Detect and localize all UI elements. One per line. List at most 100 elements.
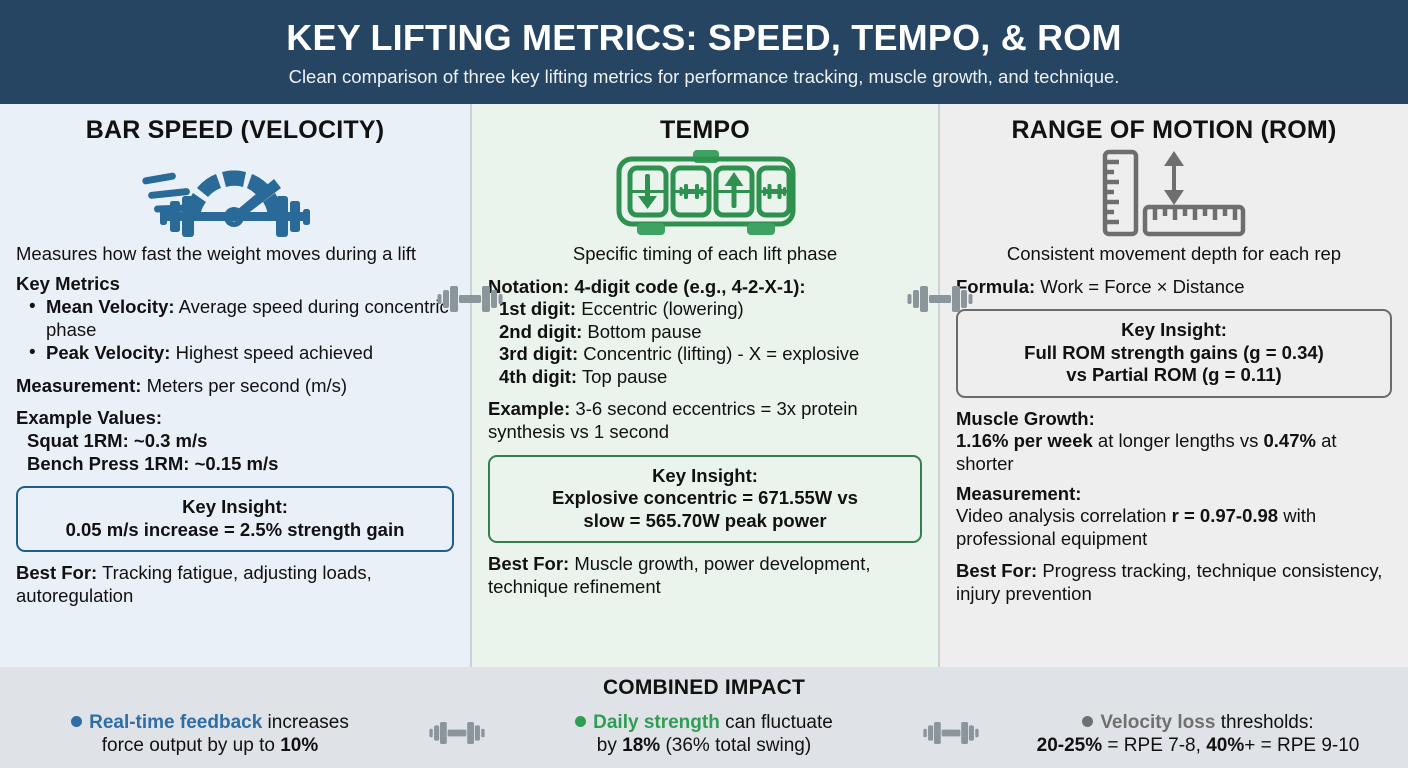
best-for-section-bar-speed: Best For: Tracking fatigue, adjusting lo… — [16, 562, 454, 607]
measurement-section: Measurement: Meters per second (m/s) — [16, 375, 454, 398]
metric-text: Average speed during concentric phase — [46, 296, 449, 340]
key-insight-title: Key Insight: — [182, 496, 288, 518]
footer-line2-value: 10% — [280, 735, 319, 757]
key-insight-line: slow = 565.70W peak power — [583, 509, 827, 531]
measurement-section-rom: Measurement: Video analysis correlation … — [956, 483, 1392, 551]
measurement-value: Meters per second (m/s) — [141, 374, 348, 396]
muscle-growth-section: Muscle Growth: 1.16% per week at longer … — [956, 408, 1392, 476]
key-insight-title: Key Insight: — [652, 464, 758, 486]
formula-text: Work = Force × Distance — [1035, 275, 1245, 297]
notation-section: Notation: 4-digit code (e.g., 4-2-X-1): … — [488, 276, 922, 389]
footer-line2-pre: force output by up to — [101, 735, 281, 757]
column-spacer — [488, 598, 922, 661]
key-insight-line: Full ROM strength gains (g = 0.34) — [1024, 341, 1324, 363]
formula-label: Formula: — [956, 275, 1036, 297]
dumbbell-icon — [907, 286, 973, 312]
key-insight-line: vs Partial ROM (g = 0.11) — [1066, 364, 1282, 386]
best-for-text: Tracking fatigue, adjusting loads, autor… — [16, 562, 372, 606]
example-value-row: Bench Press 1RM: ~0.15 m/s — [16, 453, 454, 476]
footer-title: COMBINED IMPACT — [602, 676, 806, 699]
column-title-tempo: TEMPO — [660, 116, 750, 144]
footer-line2: by 18% (36% total swing) — [500, 735, 908, 758]
footer-item-velocity-loss: Velocity loss thresholds: 20-25% = RPE 7… — [988, 712, 1408, 758]
footer-line2-value: 20-25% — [1036, 735, 1103, 757]
column-spacer — [16, 607, 454, 661]
footer-item-daily-strength: Daily strength can fluctuate by 18% (36%… — [494, 712, 914, 758]
digit-text: Concentric (lifting) - X = explosive — [578, 343, 860, 365]
example-value-bench: Bench Press 1RM: ~0.15 m/s — [27, 452, 279, 474]
best-for-label: Best For: — [488, 553, 570, 575]
key-metrics-section: Key Metrics Mean Velocity: Average speed… — [16, 273, 454, 365]
footer-item-real-time-feedback: Real-time feedback increases force outpu… — [0, 712, 420, 758]
measurement-text: Video analysis correlation r = 0.97-0.98… — [956, 505, 1392, 550]
measurement-post: with professional equipment — [956, 505, 1317, 549]
list-item: Peak Velocity: Highest speed achieved — [16, 341, 454, 365]
footer-keyword: Daily strength — [593, 712, 720, 734]
key-insight-title: Key Insight: — [1121, 319, 1227, 341]
dumbbell-icon — [437, 286, 503, 312]
footer-line1-rest: can fluctuate — [719, 712, 833, 734]
footer-divider-dumbbell-1 — [420, 716, 494, 758]
tempo-timer-icon-wrap — [488, 147, 922, 239]
column-description-tempo: Specific timing of each lift phase — [572, 243, 838, 264]
muscle-growth-label: Muscle Growth: — [956, 407, 1095, 429]
column-spacer — [956, 605, 1392, 661]
digit-row: 2nd digit: Bottom pause — [488, 321, 922, 344]
header-banner: KEY LIFTING METRICS: SPEED, TEMPO, & ROM… — [0, 0, 1408, 104]
key-metrics-list: Mean Velocity: Average speed during conc… — [16, 295, 454, 365]
bullet-dot-blue — [71, 716, 83, 728]
list-item: Mean Velocity: Average speed during conc… — [16, 295, 454, 341]
bullet-dot-gray — [1082, 716, 1094, 728]
column-description-bar-speed: Measures how fast the weight moves durin… — [16, 243, 416, 264]
metric-term: Peak Velocity: — [46, 342, 171, 364]
column-rom: RANGE OF MOTION (ROM) — [940, 104, 1408, 667]
example-values-label: Example Values: — [16, 407, 163, 429]
dumbbell-icon — [429, 721, 485, 745]
digit-row: 4th digit: Top pause — [488, 366, 922, 389]
measurement-pre: Video analysis correlation — [956, 505, 1172, 527]
digit-text: Eccentric (lowering) — [576, 298, 744, 320]
bullet-dot-green — [575, 716, 587, 728]
column-title-bar-speed: BAR SPEED (VELOCITY) — [85, 116, 385, 144]
columns-container: BAR SPEED (VELOCITY) — [0, 104, 1408, 667]
footer-keyword: Real-time feedback — [89, 712, 263, 734]
divider-dumbbell-right — [905, 276, 975, 322]
page-title: KEY LIFTING METRICS: SPEED, TEMPO, & ROM — [286, 17, 1122, 59]
footer-line2: 20-25% = RPE 7-8, 40%+ = RPE 9-10 — [994, 735, 1402, 758]
notation-text: 4-digit code (e.g., 4-2-X-1): — [569, 275, 806, 297]
best-for-section-rom: Best For: Progress tracking, technique c… — [956, 560, 1392, 605]
best-for-text: Progress tracking, technique consistency… — [956, 560, 1383, 604]
combined-impact-footer: COMBINED IMPACT Real-time feedback incre… — [0, 667, 1408, 768]
best-for-section-tempo: Best For: Muscle growth, power developme… — [488, 553, 922, 598]
column-title-rom: RANGE OF MOTION (ROM) — [1011, 116, 1337, 144]
example-section-tempo: Example: 3-6 second eccentrics = 3x prot… — [488, 398, 922, 443]
page-subtitle: Clean comparison of three key lifting me… — [288, 65, 1120, 87]
best-for-label: Best For: — [16, 562, 98, 584]
digit-term: 1st digit: — [499, 298, 577, 320]
muscle-growth-rate-short: 0.47% — [1263, 430, 1316, 452]
muscle-growth-end: at shorter — [956, 430, 1337, 474]
notation-label: Notation: — [488, 275, 570, 297]
footer-line2-pre: by — [596, 735, 623, 757]
formula-section: Formula: Work = Force × Distance — [956, 276, 1392, 299]
key-insight-line: 0.05 m/s increase = 2.5% strength gain — [65, 518, 405, 540]
notation-header: Notation: 4-digit code (e.g., 4-2-X-1): — [488, 276, 922, 299]
ruler-measure-icon — [1102, 149, 1246, 237]
dumbbell-icon — [923, 721, 979, 745]
ruler-measure-icon-wrap — [956, 147, 1392, 239]
tempo-timer-icon — [616, 150, 796, 235]
digit-term: 2nd digit: — [499, 320, 583, 342]
best-for-text: Muscle growth, power development, techni… — [488, 553, 871, 597]
measurement-label: Measurement: — [16, 374, 142, 396]
footer-line2: force output by up to 10% — [6, 735, 414, 758]
footer-line2-post2: + = RPE 9-10 — [1244, 735, 1360, 757]
muscle-growth-text: 1.16% per week at longer lengths vs 0.47… — [956, 430, 1392, 475]
divider-dumbbell-left — [435, 276, 505, 322]
speedometer-barbell-icon — [142, 170, 310, 237]
footer-line2-value2: 40% — [1206, 735, 1245, 757]
metric-term: Mean Velocity: — [46, 296, 175, 318]
speedometer-barbell-icon-wrap — [16, 147, 454, 239]
example-value-row: Squat 1RM: ~0.3 m/s — [16, 430, 454, 453]
key-metrics-label: Key Metrics — [16, 272, 120, 294]
